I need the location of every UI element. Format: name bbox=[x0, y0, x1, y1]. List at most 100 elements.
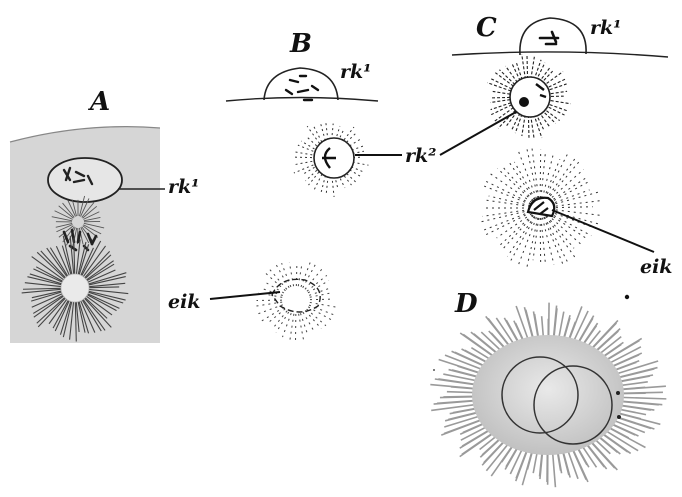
panel-c-rk2-leader bbox=[440, 112, 516, 155]
raysB2-ray bbox=[296, 263, 297, 286]
raysC2-ray bbox=[544, 217, 563, 263]
raysB2-ray bbox=[300, 313, 307, 334]
raysC2-ray bbox=[548, 177, 587, 202]
panel-b-egg-nucleus-rays bbox=[256, 260, 339, 343]
panel-b-label-eik: eik bbox=[168, 291, 200, 313]
raysB1-ray bbox=[320, 122, 325, 140]
panel-c-letter: C bbox=[476, 13, 497, 43]
raysC1-ray bbox=[491, 103, 511, 110]
panel-d: D bbox=[430, 289, 666, 487]
raysB1-ray bbox=[295, 152, 312, 155]
raysC2-ray bbox=[510, 163, 535, 200]
raysC2-ray bbox=[550, 201, 602, 207]
panel-d-letter: D bbox=[454, 289, 478, 319]
panel-b-surface bbox=[226, 98, 378, 102]
raysC1-ray bbox=[493, 91, 510, 94]
panel-b-polar-chromosomes bbox=[286, 76, 318, 100]
raysC2-ray bbox=[481, 210, 530, 221]
raysB2-ray bbox=[290, 314, 294, 340]
raysB2-ray bbox=[301, 260, 311, 287]
raysB2-ray bbox=[310, 302, 339, 307]
raysC1-ray bbox=[534, 114, 542, 138]
raysC1-ray bbox=[487, 83, 511, 91]
raysC2-ray bbox=[514, 162, 535, 199]
panel-a-centrosome bbox=[61, 274, 89, 302]
raysB2-ray bbox=[310, 299, 332, 300]
raysC1-ray bbox=[515, 114, 522, 133]
raysB2-ray bbox=[299, 314, 304, 343]
raysC1-ray bbox=[527, 55, 528, 79]
raysB1-ray bbox=[307, 126, 319, 143]
panel-d-egg bbox=[472, 335, 624, 455]
raysB2-ray bbox=[256, 302, 282, 306]
raysB2-ray bbox=[282, 263, 291, 287]
raysC2-ray bbox=[481, 185, 531, 205]
raysC2-ray bbox=[550, 207, 593, 208]
raysC2-ray bbox=[540, 150, 541, 198]
raysC2-ray bbox=[482, 212, 530, 231]
raysC1-ray bbox=[517, 63, 523, 80]
panel-c-polar-chromosomes bbox=[540, 32, 558, 44]
raysC2-ray bbox=[546, 216, 577, 260]
panel-d-speck bbox=[625, 295, 629, 299]
raysB2-ray bbox=[309, 305, 335, 315]
raysB1-ray bbox=[306, 170, 317, 181]
raysC2-ray bbox=[541, 152, 545, 198]
raysC2-ray bbox=[489, 196, 531, 206]
panel-a-label-rk1: rk¹ bbox=[168, 176, 200, 198]
raysC2-ray bbox=[546, 216, 574, 249]
panel-b: B rk¹ eik bbox=[168, 29, 402, 343]
raysC2-ray bbox=[527, 147, 538, 198]
raysB2-ray bbox=[298, 265, 302, 286]
panel-c-label-rk2: rk² bbox=[405, 145, 437, 167]
panel-b-label-rk1: rk¹ bbox=[340, 61, 372, 83]
raysB1-ray bbox=[332, 176, 334, 197]
raysC1-ray bbox=[531, 115, 534, 139]
panel-c-rk2-dot bbox=[519, 97, 529, 107]
raysC2-ray bbox=[507, 216, 534, 256]
raysC2-ray bbox=[497, 214, 532, 238]
raysB1-ray bbox=[306, 136, 317, 146]
raysC2-ray bbox=[541, 218, 545, 264]
panel-c-surface bbox=[452, 52, 668, 57]
raysA2-ray bbox=[89, 287, 119, 288]
raysC2-ray bbox=[545, 151, 569, 199]
raysB1-ray bbox=[326, 123, 328, 141]
raysC2-ray bbox=[540, 218, 541, 263]
raysC2-ray bbox=[482, 209, 530, 216]
raysB1-ray bbox=[298, 145, 313, 151]
raysC2-ray bbox=[518, 217, 536, 266]
raysB2-ray bbox=[259, 307, 284, 322]
raysC2-ray bbox=[547, 169, 583, 201]
raysB1-ray bbox=[313, 124, 322, 142]
raysB1-ray bbox=[326, 176, 328, 196]
raysB1-ray bbox=[321, 175, 326, 193]
panel-c-label-rk1: rk¹ bbox=[590, 17, 622, 39]
raysC1-ray bbox=[506, 66, 518, 82]
raysB2-ray bbox=[276, 312, 289, 333]
panel-b-polar-body bbox=[264, 68, 338, 100]
raysB1-ray bbox=[293, 161, 313, 165]
raysC2-ray bbox=[517, 148, 536, 198]
panel-d-dot-1 bbox=[616, 391, 620, 395]
raysC2-ray bbox=[526, 218, 538, 271]
raysB2-ray bbox=[257, 305, 283, 315]
raysC2-ray bbox=[546, 157, 576, 199]
raysC2-ray bbox=[542, 218, 554, 265]
raysC2-ray bbox=[497, 168, 532, 201]
raysC1-ray bbox=[495, 73, 513, 87]
panel-a-letter: A bbox=[87, 87, 110, 117]
raysC1-ray bbox=[522, 115, 525, 136]
panel-d-dot-2 bbox=[617, 415, 621, 419]
raysC1-ray bbox=[528, 115, 529, 138]
raysC1-ray bbox=[499, 70, 515, 85]
raysB1-ray bbox=[294, 165, 314, 173]
raysC2-ray bbox=[491, 174, 532, 202]
raysC2-ray bbox=[549, 190, 589, 205]
raysC1-ray bbox=[512, 113, 520, 130]
raysC2-ray bbox=[532, 148, 539, 198]
raysC1-ray bbox=[522, 54, 526, 79]
raysC1-ray bbox=[512, 64, 520, 81]
